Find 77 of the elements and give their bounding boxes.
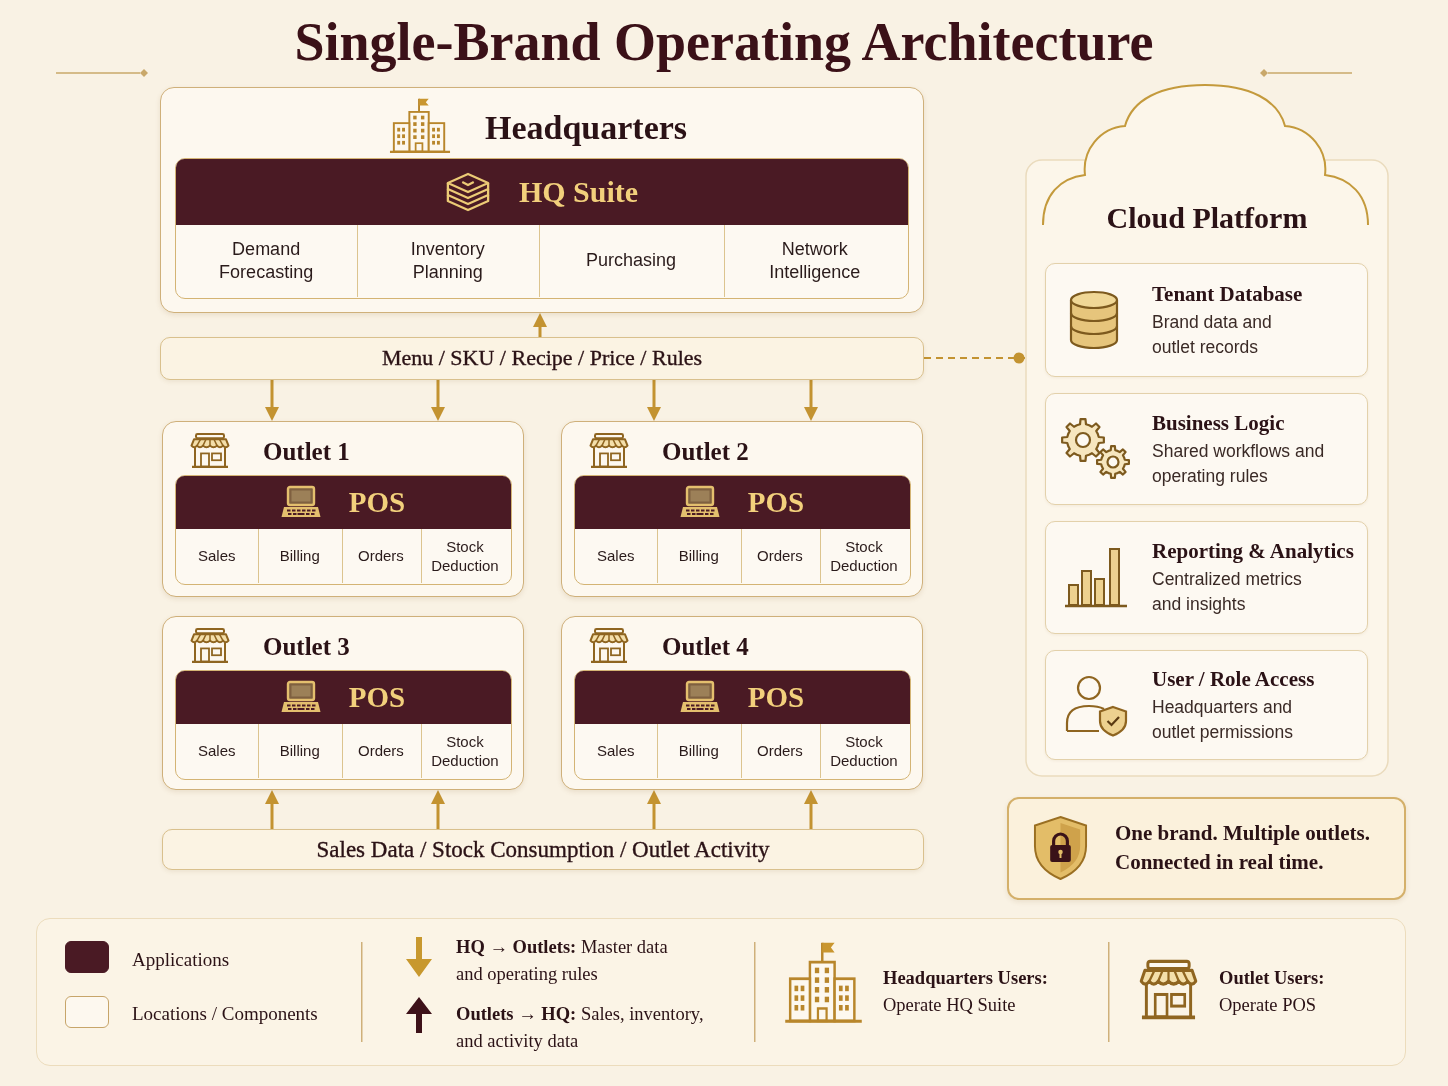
headquarters-panel — [160, 87, 924, 313]
location-title: Headquarters — [485, 107, 688, 148]
app-name: POS — [348, 484, 406, 520]
module-label: Billing — [279, 740, 320, 761]
location-title: Outlet 1 — [263, 437, 350, 467]
module-label: Purchasing — [585, 248, 676, 273]
app-panel — [174, 474, 512, 585]
module-label: Orders — [757, 740, 803, 761]
location-title: Outlet 4 — [662, 632, 749, 662]
module-label: Sales — [197, 740, 236, 761]
data-flow-bar — [162, 829, 924, 870]
module-label: Sales — [596, 545, 635, 566]
module-label: Demand Forecasting — [219, 237, 314, 284]
flow-arrow — [804, 380, 818, 421]
module-label: Sales — [197, 545, 236, 566]
legend-text: Locations / Components — [132, 1002, 318, 1027]
callout-text: One brand. Multiple outlets. Connected in real time. — [1115, 819, 1371, 877]
module-label: Billing — [678, 740, 719, 761]
outlet-panel — [561, 421, 923, 597]
legend-text: Outlets → HQ: Sales, inventory, and activity data — [456, 1003, 705, 1053]
module-label: Billing — [678, 545, 719, 566]
module-label: Billing — [279, 545, 320, 566]
module-label: Stock Deduction — [431, 536, 499, 575]
outlet-panel — [162, 421, 524, 597]
flow-label: Sales Data / Stock Consumption / Outlet Activity — [316, 835, 770, 864]
location-title: Outlet 3 — [263, 632, 350, 662]
module-label: Network Intelligence — [769, 237, 861, 284]
module-label: Orders — [358, 740, 404, 761]
app-name: POS — [747, 484, 805, 520]
panel-heading: Cloud Platform — [1106, 200, 1308, 236]
app-name: HQ Suite — [518, 173, 639, 210]
card-description: Headquarters and outlet permissions — [1152, 695, 1295, 744]
legend-text: Outlet Users: Operate POS — [1219, 967, 1326, 1017]
cloud-platform-panel — [1025, 82, 1389, 777]
flow-arrow — [431, 790, 445, 829]
module-label: Stock Deduction — [830, 536, 898, 575]
flow-arrow — [265, 380, 279, 421]
card-description: Shared workflows and operating rules — [1152, 439, 1326, 488]
app-panel — [573, 669, 911, 780]
flow-arrow — [533, 313, 547, 337]
service-card — [1045, 521, 1368, 634]
diagram-title: Single-Brand Operating Architecture — [294, 11, 1154, 74]
legend-text: HQ → Outlets: Master data and operating rules — [456, 936, 669, 986]
flow-arrow — [265, 790, 279, 829]
card-title: Business Logic — [1152, 409, 1285, 436]
app-panel — [573, 474, 911, 585]
service-card — [1045, 650, 1368, 760]
outlet-panel — [561, 616, 923, 790]
legend-text: Headquarters Users: Operate HQ Suite — [883, 967, 1049, 1017]
card-description: Centralized metrics and insights — [1152, 568, 1303, 617]
app-name: POS — [747, 679, 805, 715]
dashed-connector — [923, 352, 1026, 364]
legend-text: Applications — [132, 948, 230, 973]
flow-label: Menu / SKU / Recipe / Price / Rules — [381, 345, 703, 372]
app-panel — [174, 157, 909, 299]
data-flow-bar — [160, 337, 924, 380]
module-label: Stock Deduction — [830, 731, 898, 770]
card-description: Brand data and outlet records — [1152, 310, 1273, 359]
info-callout — [1007, 797, 1406, 900]
card-title: Reporting & Analytics — [1152, 538, 1354, 565]
card-title: User / Role Access — [1152, 665, 1315, 692]
module-label: Orders — [757, 545, 803, 566]
flow-arrow — [804, 790, 818, 829]
app-panel — [174, 669, 512, 780]
service-card — [1045, 263, 1368, 377]
location-title: Outlet 2 — [662, 437, 749, 467]
flow-arrow — [647, 790, 661, 829]
flow-arrow — [431, 380, 445, 421]
outlet-panel — [162, 616, 524, 790]
module-label: Inventory Planning — [410, 237, 485, 284]
module-label: Sales — [596, 740, 635, 761]
module-label: Orders — [358, 545, 404, 566]
app-name: POS — [348, 679, 406, 715]
flow-arrow — [647, 380, 661, 421]
card-title: Tenant Database — [1152, 280, 1303, 307]
service-card — [1045, 393, 1368, 505]
module-label: Stock Deduction — [431, 731, 499, 770]
